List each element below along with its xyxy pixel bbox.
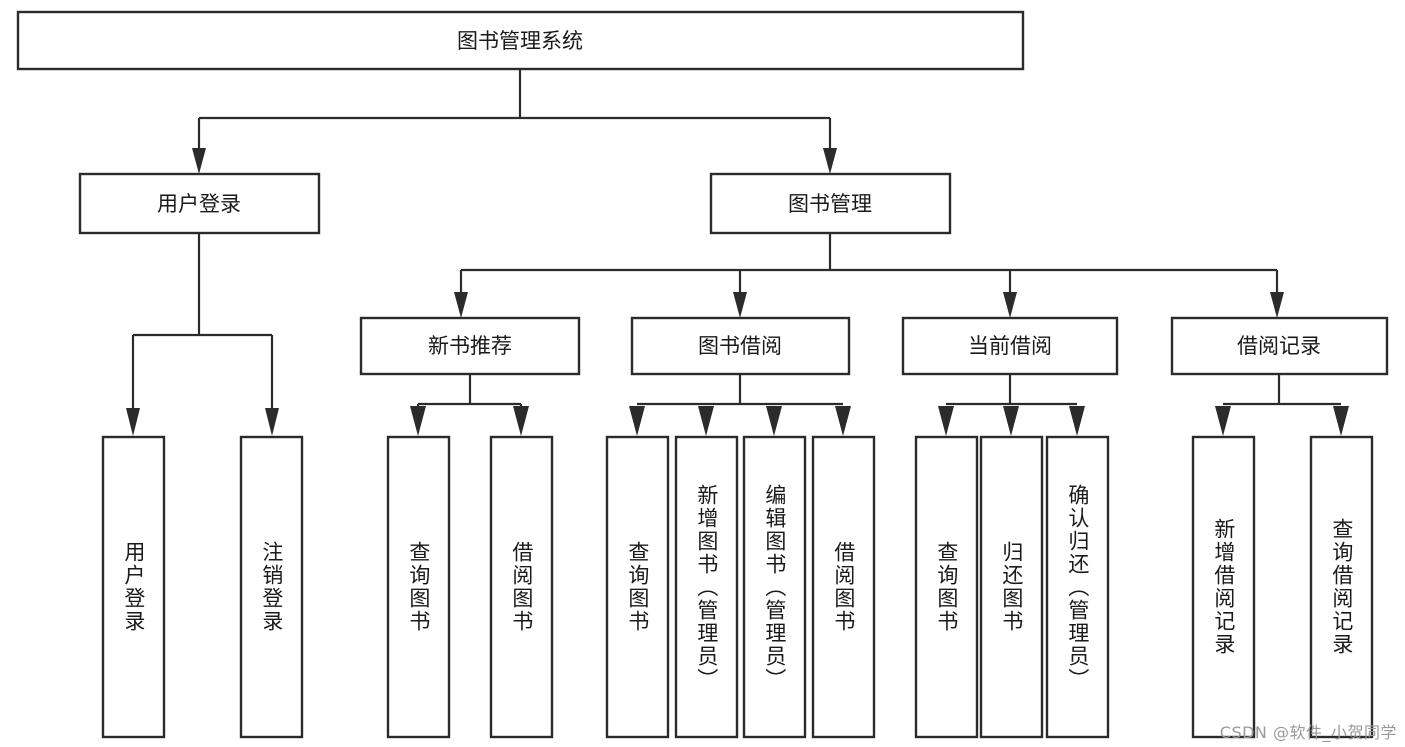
arrow-head-leaf-return-book: [1003, 406, 1019, 436]
csdn-watermark: CSDN @软件_小贺同学: [1219, 723, 1397, 742]
arrow-head-leaf-user-login: [126, 408, 140, 436]
arrow-head-book-manage: [823, 148, 837, 174]
node-book-manage-label: 图书管理: [788, 192, 872, 216]
arrow-head-leaf-add-book: [698, 406, 714, 436]
node-leaf-logout-box[interactable]: [239, 435, 304, 739]
node-leaf-query-book-1-box[interactable]: [386, 435, 451, 739]
node-leaf-borrow-book-2-box[interactable]: [811, 435, 876, 739]
node-new-book-recommend-box[interactable]: [359, 316, 581, 376]
node-leaf-edit-book-box[interactable]: [742, 435, 807, 739]
arrow-head-current-borrow: [1003, 292, 1017, 318]
arrow-head-leaf-edit-book: [766, 406, 782, 436]
node-leaf-query-book-3-box[interactable]: [914, 435, 979, 739]
node-root-label: 图书管理系统: [457, 29, 583, 53]
arrow-head-borrow-record: [1270, 292, 1284, 318]
node-borrow-record-label: 借阅记录: [1237, 334, 1321, 358]
arrow-head-leaf-add-record: [1215, 406, 1231, 436]
node-boxes-group: 图书管理系统 用户登录 图书管理 新书推荐 图书借阅 当前借阅 借阅记录: [16, 10, 1389, 739]
node-leaf-borrow-book-1-box[interactable]: [489, 435, 554, 739]
node-book-borrow-label: 图书借阅: [698, 334, 782, 358]
node-leaf-query-record-box[interactable]: [1309, 435, 1374, 739]
arrow-head-user-login: [192, 148, 206, 174]
arrow-head-new-book-recommend: [454, 292, 468, 318]
node-new-book-recommend-label: 新书推荐: [428, 334, 512, 358]
node-leaf-add-record-box[interactable]: [1191, 435, 1256, 739]
arrow-head-leaf-logout: [265, 408, 279, 436]
arrow-head-leaf-borrow-book-1: [513, 406, 529, 436]
arrow-head-leaf-query-book-3: [938, 406, 954, 436]
node-leaf-confirm-return-box[interactable]: [1045, 435, 1110, 739]
arrow-head-book-borrow: [733, 292, 747, 318]
node-root-box[interactable]: [16, 10, 1025, 71]
node-book-manage-box[interactable]: [709, 172, 952, 235]
node-book-borrow-box[interactable]: [630, 316, 851, 376]
connectors-group: [126, 69, 1349, 436]
node-borrow-record-box[interactable]: [1170, 316, 1389, 376]
arrow-head-leaf-borrow-book-2: [835, 406, 851, 436]
node-leaf-user-login-box[interactable]: [101, 435, 166, 739]
arrow-head-leaf-query-book-1: [410, 406, 426, 436]
arrow-head-leaf-confirm-return: [1069, 406, 1085, 436]
node-current-borrow-box[interactable]: [901, 316, 1119, 376]
arrow-head-leaf-query-record: [1333, 406, 1349, 436]
node-current-borrow-label: 当前借阅: [968, 334, 1052, 358]
node-leaf-return-book-box[interactable]: [979, 435, 1044, 739]
node-user-login-box[interactable]: [78, 172, 321, 235]
node-user-login-label: 用户登录: [157, 192, 241, 216]
node-leaf-query-book-2-box[interactable]: [605, 435, 670, 739]
arrow-head-leaf-query-book-2: [629, 406, 645, 436]
node-leaf-add-book-box[interactable]: [674, 435, 739, 739]
